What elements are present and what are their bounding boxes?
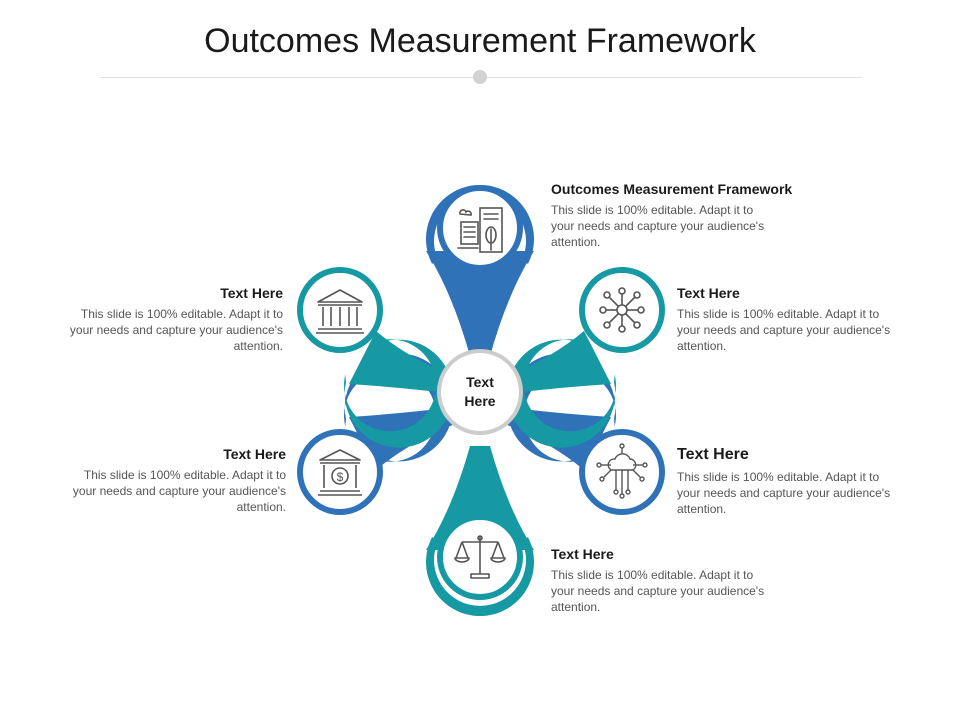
label-heading-upper-right: Text Here	[677, 285, 740, 301]
label-heading-bottom: Text Here	[551, 546, 614, 562]
label-block-lower-right: Text Here This slide is 100% editable. A…	[677, 446, 892, 517]
label-heading-top: Outcomes Measurement Framework	[551, 181, 793, 197]
petal-upper-right	[505, 267, 665, 448]
label-description-upper-left: This slide is 100% editable. Adapt it to…	[69, 307, 283, 353]
petal-upper-right-arc	[507, 339, 616, 448]
label-block-lower-left: Text Here This slide is 100% editable. A…	[71, 446, 286, 515]
label-heading-upper-left: Text Here	[220, 285, 283, 301]
center-hub-label-line2: Here	[464, 393, 495, 409]
label-block-top: Outcomes Measurement Framework This slid…	[551, 181, 841, 250]
center-hub-label-line1: Text	[466, 374, 494, 390]
label-description-lower-right: This slide is 100% editable. Adapt it to…	[677, 470, 891, 516]
label-description-lower-left: This slide is 100% editable. Adapt it to…	[72, 468, 286, 514]
petal-upper-left-stem	[349, 331, 455, 393]
label-description-bottom: This slide is 100% editable. Adapt it to…	[551, 568, 765, 614]
label-block-upper-left: Text Here This slide is 100% editable. A…	[68, 285, 283, 354]
label-block-bottom: Text Here This slide is 100% editable. A…	[551, 546, 766, 615]
label-description-upper-right: This slide is 100% editable. Adapt it to…	[677, 307, 891, 353]
label-heading-lower-right: Text Here	[677, 446, 749, 463]
petal-upper-right-stem	[505, 331, 611, 393]
svg-text:$: $	[337, 470, 344, 484]
title-divider-dot	[473, 70, 487, 84]
center-hub	[437, 349, 523, 435]
petal-top-stem	[426, 251, 534, 356]
slide-title: Outcomes Measurement Framework	[204, 22, 756, 60]
petal-bottom	[426, 446, 534, 617]
cloud-circuit-icon	[596, 443, 648, 499]
bank-dollar-icon: $	[318, 449, 362, 496]
petal-upper-right-disc	[579, 267, 665, 353]
label-description-top: This slide is 100% editable. Adapt it to…	[551, 203, 765, 249]
office-building-icon	[457, 207, 503, 253]
balance-scale-icon	[454, 535, 506, 579]
petal-upper-left-arc	[344, 339, 453, 448]
label-block-upper-right: Text Here This slide is 100% editable. A…	[677, 285, 892, 354]
petal-lower-left-disc	[297, 429, 383, 515]
label-heading-lower-left: Text Here	[223, 446, 286, 462]
network-nodes-icon	[599, 287, 645, 333]
bank-building-icon	[316, 289, 364, 334]
